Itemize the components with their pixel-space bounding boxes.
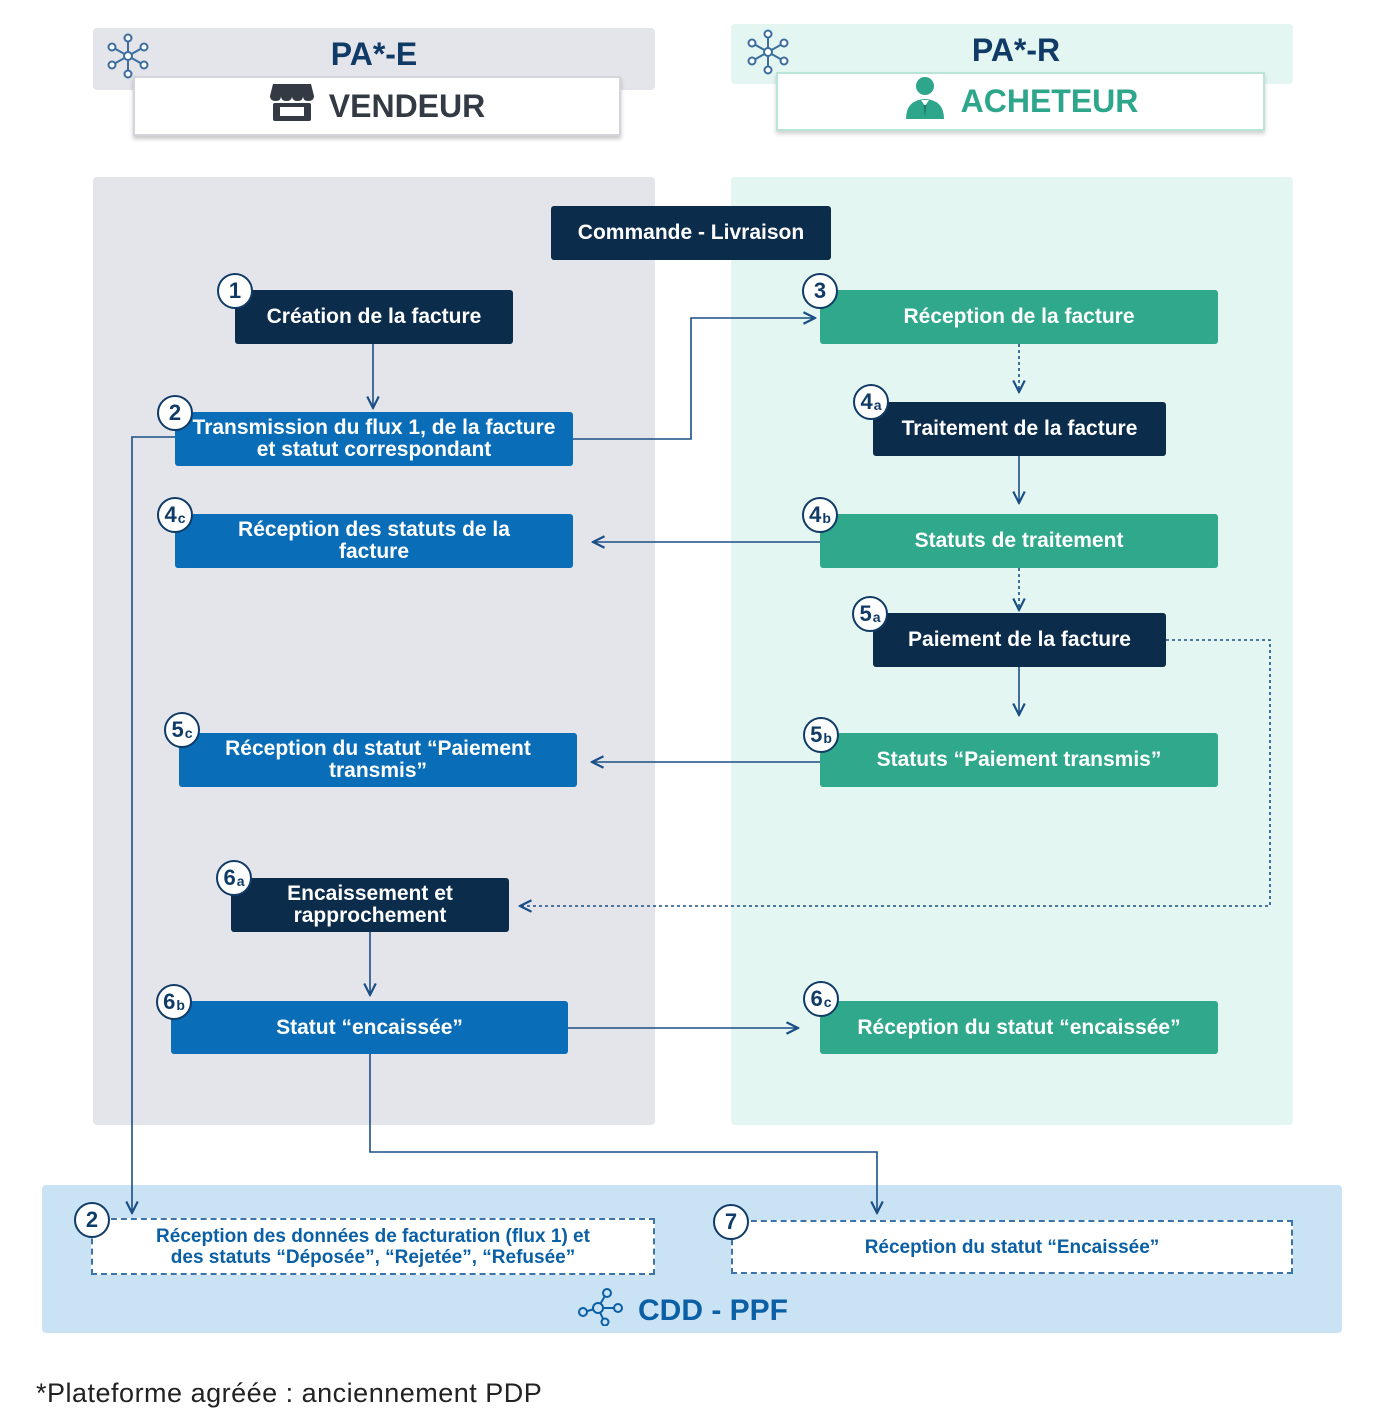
- step-4a-invoice-processing: Traitement de la facture: [873, 402, 1166, 456]
- buyer-role-label: ACHETEUR: [960, 83, 1139, 119]
- footnote: *Plateforme agréée : anciennement PDP: [36, 1378, 543, 1408]
- cdd-ppf-title: CDD - PPF: [578, 1288, 788, 1334]
- step-6b-cashed-status: Statut “encaissée”: [171, 1001, 568, 1054]
- seller-role-box: VENDEUR: [133, 76, 621, 136]
- step-badge-2: 2: [157, 395, 193, 431]
- seller-platform-title: PA*-E: [330, 36, 418, 72]
- cdd-box-2-line2: des statuts “Déposée”, “Rejetée”, “Refus…: [170, 1246, 576, 1268]
- cdd-badge-2: 2: [74, 1202, 110, 1238]
- storefront-icon: [269, 82, 315, 130]
- step-4c-status-reception: Réception des statuts de la facture: [175, 514, 573, 568]
- arrow-6b-to-cdd: [369, 1054, 877, 1213]
- step-badge-3: 3: [802, 273, 838, 309]
- cdd-box-2-data-reception: Réception des données de facturation (fl…: [91, 1218, 655, 1275]
- step-2-transmission: Transmission du flux 1, de la facture et…: [175, 412, 573, 466]
- step-6c-cashed-status-reception: Réception du statut “encaissée”: [820, 1001, 1218, 1054]
- buyer-platform-title: PA*-R: [971, 32, 1061, 68]
- step-1-invoice-creation: Création de la facture: [235, 290, 513, 344]
- buyer-role-box: ACHETEUR: [776, 72, 1265, 131]
- step-4b-processing-statuses: Statuts de traitement: [820, 514, 1218, 568]
- arrow-2-to-cdd: [132, 436, 175, 1213]
- seller-role-label: VENDEUR: [328, 87, 486, 124]
- step-5a-invoice-payment: Paiement de la facture: [873, 613, 1166, 667]
- network-icon: [746, 29, 790, 80]
- person-icon: [903, 76, 947, 128]
- network-icon: [106, 33, 150, 84]
- step-6a-cashing-reconciliation: Encaissement et rapprochement: [231, 878, 509, 932]
- arrow-5a-to-6a: [520, 639, 1271, 906]
- step-5c-payment-status-reception: Réception du statut “Paiement transmis”: [179, 733, 577, 787]
- cdd-ppf-label: CDD - PPF: [638, 1294, 788, 1327]
- step-badge-1: 1: [217, 273, 253, 309]
- cdd-box-2-line1: Réception des données de facturation (fl…: [156, 1225, 590, 1247]
- cdd-badge-7: 7: [713, 1204, 749, 1240]
- step-5b-payment-statuses: Statuts “Paiement transmis”: [820, 733, 1218, 787]
- cdd-box-7-cashed-reception: Réception du statut “Encaissée”: [731, 1220, 1293, 1274]
- step-3-invoice-reception: Réception de la facture: [820, 290, 1218, 344]
- order-delivery-box: Commande - Livraison: [551, 206, 831, 260]
- network-icon: [578, 1288, 624, 1334]
- arrow-2-to-3: [573, 318, 815, 440]
